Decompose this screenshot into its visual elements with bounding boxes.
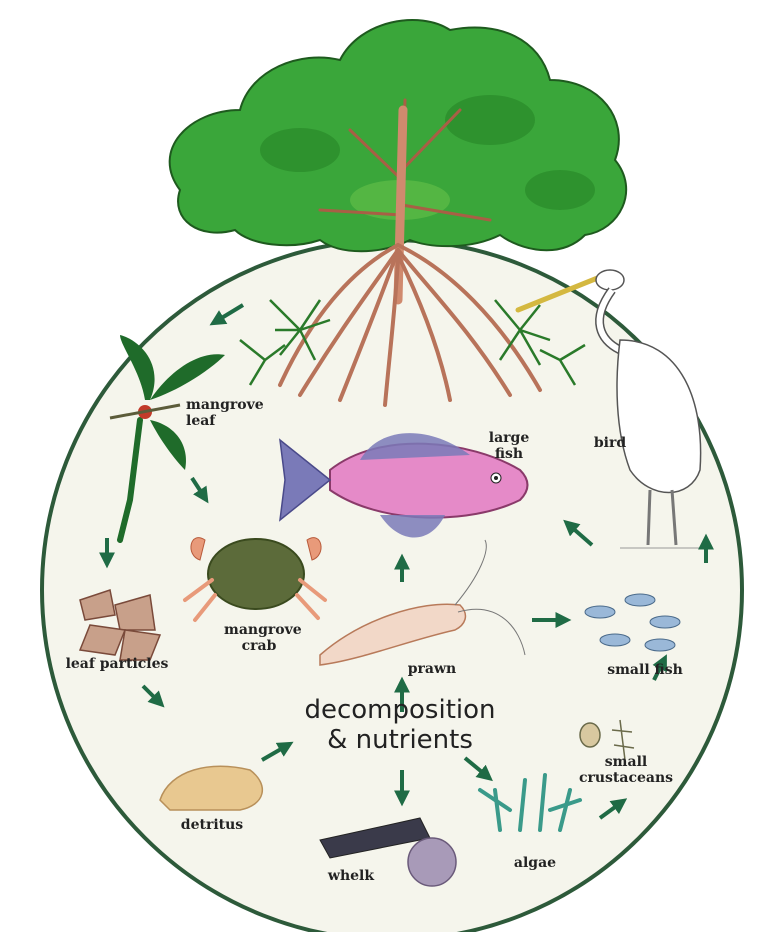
label-whelk: whelk xyxy=(326,868,376,884)
label-bird: bird xyxy=(590,435,630,451)
label-mangrove-leaf: mangrove leaf xyxy=(186,397,256,429)
label-leaf-particles: leaf particles xyxy=(52,656,182,672)
label-prawn: prawn xyxy=(407,661,457,677)
label-decomposition-nutrients: decomposition & nutrients xyxy=(290,695,510,755)
label-mangrove-crab: mangrove crab xyxy=(224,622,294,654)
label-small-crustaceans: small crustaceans xyxy=(576,754,676,786)
label-small-fish: small fish xyxy=(600,662,690,678)
label-detritus: detritus xyxy=(172,817,252,833)
label-large-fish: large fish xyxy=(484,430,534,462)
label-algae: algae xyxy=(510,855,560,871)
